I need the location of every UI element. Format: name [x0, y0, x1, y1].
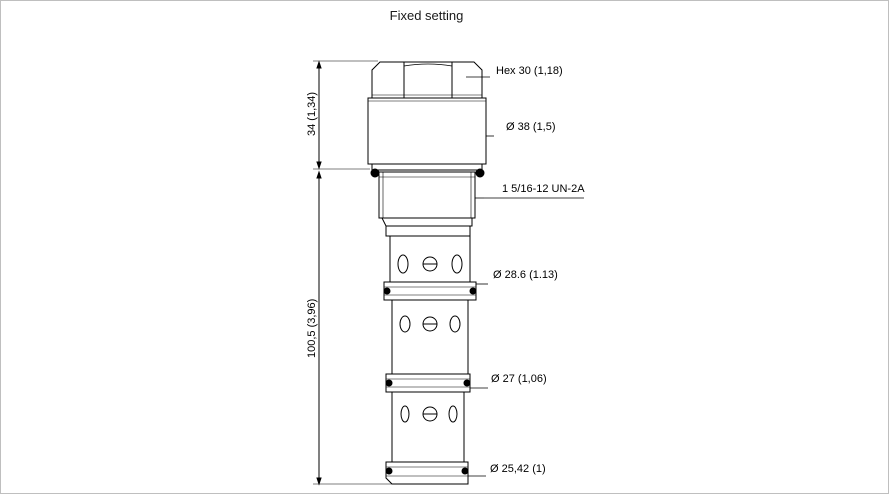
ports [397, 254, 463, 423]
hex-size-label: Hex 30 (1,18) [496, 65, 563, 77]
lower-body [383, 225, 477, 485]
body-section [367, 97, 487, 178]
hex-nut [371, 61, 483, 99]
dimension-lines [313, 60, 392, 486]
drawing-title: Fixed setting [389, 8, 464, 23]
thread-section [378, 171, 476, 227]
dia-28-label: Ø 28.6 (1.13) [493, 269, 558, 281]
leader-lines [466, 76, 584, 477]
dia-27-label: Ø 27 (1,06) [491, 373, 547, 385]
dia-38-label: Ø 38 (1,5) [506, 121, 556, 133]
thread-label: 1 5/16-12 UN-2A [502, 183, 585, 195]
overall-height-dimension: 100,5 (3,96) [306, 299, 318, 358]
top-height-dimension: 34 (1,34) [306, 92, 318, 136]
dia-25-label: Ø 25,42 (1) [490, 463, 546, 475]
